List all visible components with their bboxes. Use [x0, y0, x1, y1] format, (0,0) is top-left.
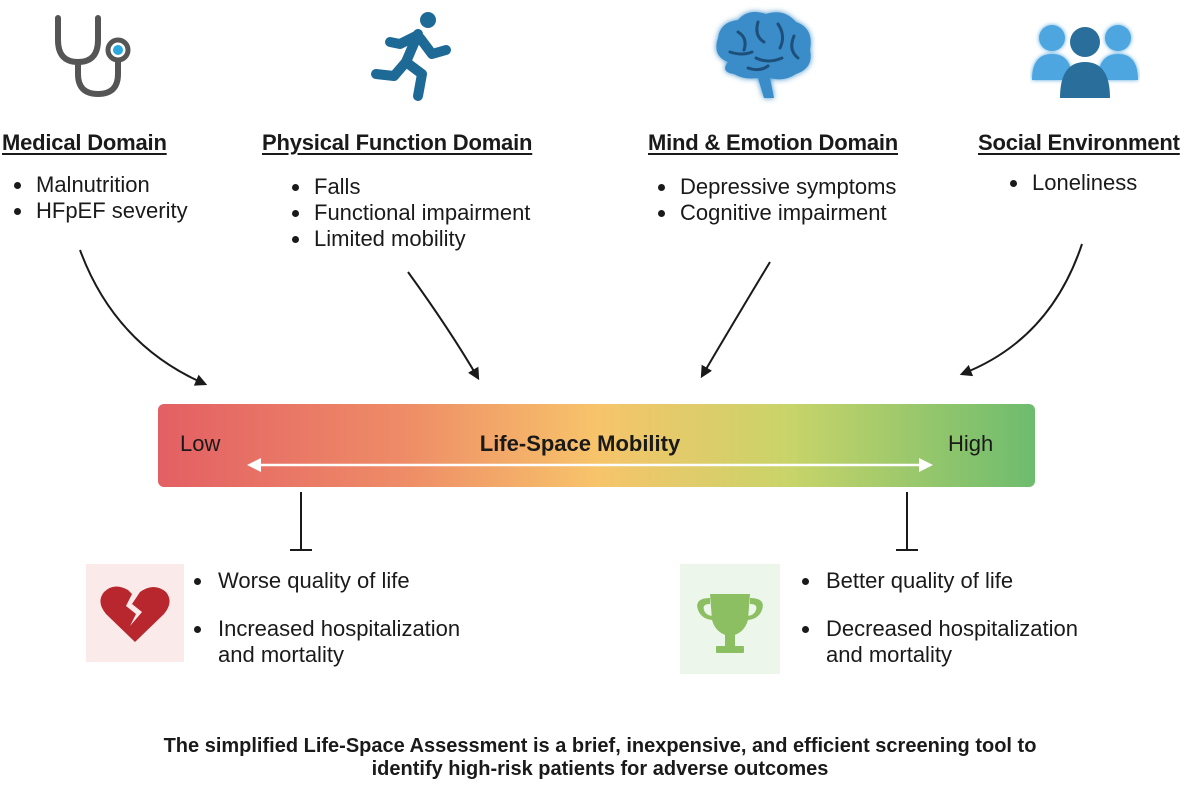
list-item: Decreased hospitalization and mortality: [798, 616, 1078, 668]
bar-title: Life-Space Mobility: [479, 431, 681, 456]
bar-high-label: High: [948, 431, 994, 456]
inhibit-connector-low: [290, 492, 312, 551]
physical-factor-list: Falls Functional impairment Limited mobi…: [288, 174, 530, 252]
broken-heart-icon: [100, 586, 170, 642]
list-item: Depressive symptoms: [654, 174, 896, 200]
mind-emotion-factor-list: Depressive symptoms Cognitive impairment: [654, 174, 896, 226]
domain-title-medical: Medical Domain: [2, 130, 167, 155]
list-item: Falls: [288, 174, 530, 200]
list-item: Cognitive impairment: [654, 200, 896, 226]
trophy-icon: [697, 594, 763, 653]
running-person-icon: [371, 12, 451, 101]
brain-icon: [716, 12, 811, 98]
bar-low-label: Low: [180, 431, 221, 456]
domain-title-social: Social Environment: [978, 130, 1180, 155]
medical-factor-list: Malnutrition HFpEF severity: [10, 172, 188, 224]
list-item: Functional impairment: [288, 200, 530, 226]
social-factor-list: Loneliness: [1006, 170, 1137, 196]
life-space-mobility-bar: [158, 404, 1035, 487]
people-group-icon: [1032, 25, 1138, 98]
arrow-physical: [407, 271, 480, 381]
list-item: Malnutrition: [10, 172, 188, 198]
bidirectional-arrow-icon: [247, 458, 933, 472]
list-item: Worse quality of life: [190, 568, 460, 594]
arrow-mind-emotion: [700, 261, 771, 379]
list-item: Limited mobility: [288, 226, 530, 252]
arrow-social: [959, 243, 1083, 377]
high-outcome-icon-box: [680, 564, 780, 674]
low-outcome-list: Worse quality of life Increased hospital…: [190, 568, 460, 690]
low-outcome-icon-box: [86, 564, 184, 662]
domain-title-physical: Physical Function Domain: [262, 130, 533, 155]
caption: The simplified Life-Space Assessment is …: [163, 735, 1037, 780]
list-item: Increased hospitalization and mortality: [190, 616, 460, 668]
list-item: Loneliness: [1006, 170, 1137, 196]
list-item: HFpEF severity: [10, 198, 188, 224]
high-outcome-list: Better quality of life Decreased hospita…: [798, 568, 1078, 690]
list-item: Better quality of life: [798, 568, 1078, 594]
inhibit-connector-high: [896, 492, 918, 551]
domain-title-mind-emotion: Mind & Emotion Domain: [648, 130, 899, 155]
stethoscope-icon: [55, 15, 131, 98]
arrow-medical: [79, 249, 208, 386]
